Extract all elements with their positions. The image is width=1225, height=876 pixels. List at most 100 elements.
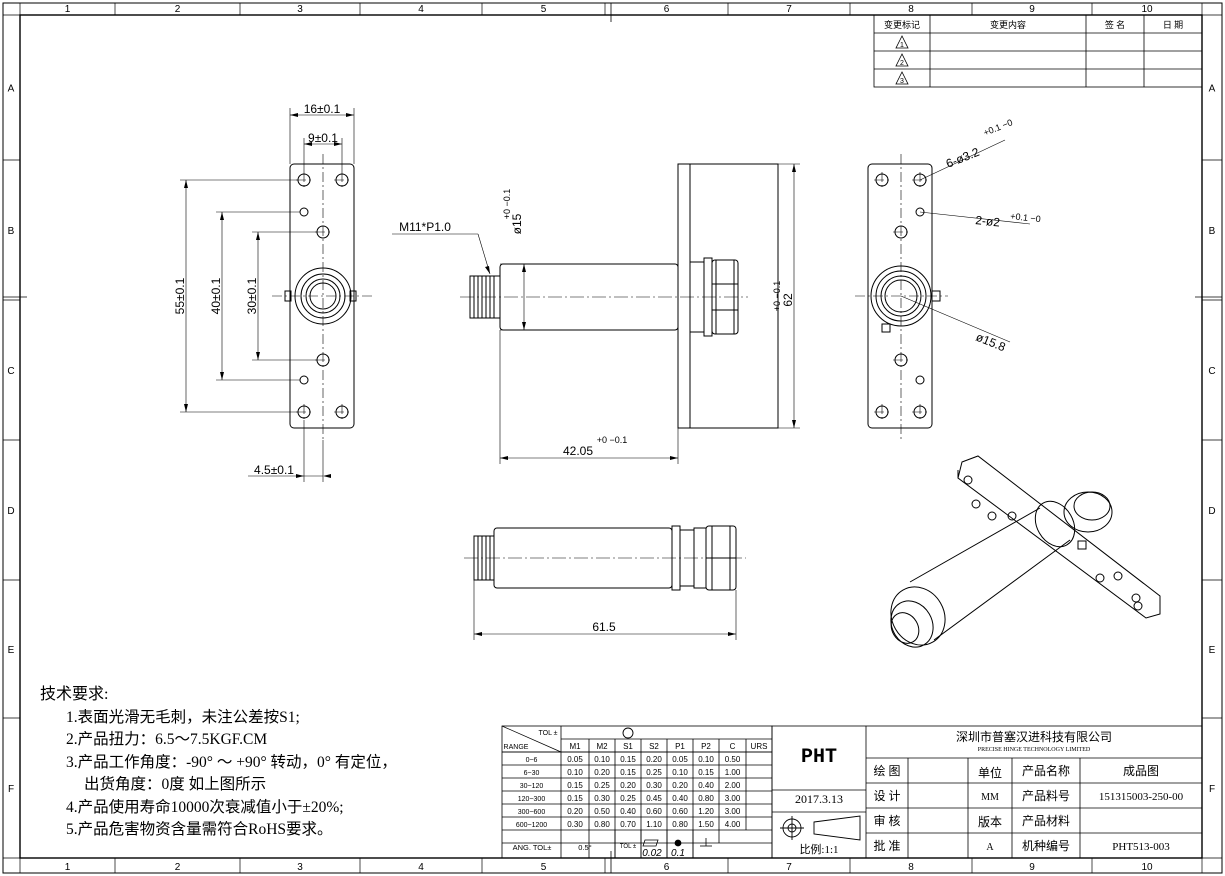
tol-cell: 0.30 — [646, 781, 662, 790]
tol-corner-top: TOL ± — [538, 730, 557, 737]
grid-row-label-right: C — [1208, 366, 1215, 377]
tol-cell: 30~120 — [520, 783, 544, 790]
tol-cell: 1.10 — [646, 820, 662, 829]
label-version: 版本 — [978, 815, 1002, 829]
dim-dia158: ø15.8 — [974, 330, 1008, 355]
rev-mark-3: 3 — [900, 78, 904, 85]
tol-header-cell: S1 — [623, 742, 633, 751]
grid-col-label-top: 6 — [664, 4, 670, 15]
tol-header-cell: M2 — [596, 742, 608, 751]
grid-col-label-top: 2 — [175, 4, 181, 15]
grid-row-label-right: D — [1208, 506, 1215, 517]
label-design: 设 计 — [873, 789, 900, 803]
dim-holes-2: 2-ø2 — [975, 213, 1001, 230]
grid-col-label-bottom: 5 — [541, 862, 547, 873]
tol-header-cell: S2 — [649, 742, 659, 751]
bottom-view-dimensions — [473, 580, 737, 640]
dim-len42: 42.05 — [563, 444, 593, 458]
tol-cell: 1.50 — [698, 820, 714, 829]
label-unit: 单位 — [978, 765, 1002, 780]
dim-front-offset: 4.5±0.1 — [254, 463, 294, 477]
tol-angle-label: ANG. TOL± — [513, 843, 552, 852]
front-view-centerlines — [272, 154, 372, 440]
tol-cell: 0.10 — [594, 755, 610, 764]
note-1: 1.表面光滑无毛刺，未注公差按S1; — [66, 708, 300, 726]
tol-header-cell: C — [730, 742, 736, 751]
label-approve: 批 准 — [873, 838, 900, 853]
tol-cell: 0.15 — [620, 768, 636, 777]
title-block-grid — [771, 725, 1203, 859]
rev-header-sign: 签 名 — [1105, 19, 1125, 30]
tol-cell: 0.20 — [646, 755, 662, 764]
dim-front-width-9: 9±0.1 — [308, 131, 338, 145]
dim-len615: 61.5 — [592, 620, 616, 634]
grid-row-label-left: D — [7, 506, 14, 517]
tol-cell: 0.05 — [672, 755, 688, 764]
tol-header-cell: M1 — [569, 742, 581, 751]
tol-cell: 0.20 — [567, 807, 583, 816]
part-number-value: 151315003-250-00 — [1099, 791, 1184, 803]
logo-block: PHT — [801, 746, 837, 769]
tol-cell: 0.60 — [672, 807, 688, 816]
note-5: 5.产品危害物资含量需符合RoHS要求。 — [66, 821, 333, 838]
grid-row-label-left: F — [8, 784, 14, 795]
notes-title: 技术要求: — [40, 686, 109, 703]
tol-circ-value: 0.1 — [671, 848, 685, 859]
back-view-centerlines — [855, 154, 948, 440]
company-name-cn: 深圳市普塞汉进科技有限公司 — [956, 729, 1112, 744]
tol-flat-value: 0.02 — [642, 848, 662, 859]
grid-row-label-left: E — [8, 645, 15, 656]
tol-cell: 0.25 — [646, 768, 662, 777]
label-model-number: 机种编号 — [1022, 838, 1070, 853]
tol-cell: 0.10 — [672, 768, 688, 777]
tol-cell: 0.60 — [646, 807, 662, 816]
tol-cell: 120~300 — [518, 796, 546, 803]
side-view — [469, 163, 779, 429]
rev-mark-1: 1 — [900, 42, 904, 49]
tol-cell: 3.00 — [725, 807, 741, 816]
grid-row-label-left: B — [8, 226, 15, 237]
grid-col-label-top: 4 — [418, 4, 424, 15]
grid-col-label-bottom: 3 — [297, 862, 303, 873]
dim-height62-tol: +0 −0.1 — [772, 281, 782, 312]
version-value: A — [986, 842, 994, 853]
tol-cell: 0~6 — [526, 757, 538, 764]
label-product-name: 产品名称 — [1022, 763, 1070, 778]
side-view-arrows — [485, 164, 796, 460]
grid-col-label-top: 3 — [297, 4, 303, 15]
grid-row-label-right: A — [1209, 84, 1216, 95]
tol-cell: 0.70 — [620, 820, 636, 829]
grid-col-label-top: 5 — [541, 4, 547, 15]
front-view-arrows — [184, 113, 354, 478]
back-view-leaders — [900, 139, 1031, 343]
grid-row-label-right: F — [1209, 784, 1215, 795]
note-4: 4.产品使用寿命10000次衰减值小于±20%; — [66, 798, 344, 816]
grid-col-label-bottom: 6 — [664, 862, 670, 873]
dim-holes-6: 6-ø3.2 — [944, 145, 982, 171]
tol-cell: 0.50 — [594, 807, 610, 816]
company-name-en: PRECISE HINGE TECHNOLOGY LIMITED — [978, 747, 1091, 753]
grid-col-label-bottom: 10 — [1141, 862, 1153, 873]
grid-row-label-left: A — [8, 84, 15, 95]
grid-col-label-bottom: 4 — [418, 862, 424, 873]
dim-holes-6-tol: +0.1 −0 — [982, 117, 1014, 138]
tol-angle-value: 0.5° — [578, 843, 591, 852]
tol-cell: 0.20 — [672, 781, 688, 790]
tol-cell: 600~1200 — [516, 822, 547, 829]
tol-cell: 0.25 — [594, 781, 610, 790]
grid-col-label-bottom: 1 — [65, 862, 71, 873]
tol-cell: 0.15 — [698, 768, 714, 777]
tol-cell: 0.30 — [567, 820, 583, 829]
dim-holes-2-tol: +0.1 −0 — [1010, 211, 1041, 224]
rev-mark-2: 2 — [900, 60, 904, 67]
tol-cell: 0.40 — [620, 807, 636, 816]
tol-tol-label: TOL ± — [620, 844, 637, 850]
note-2: 2.产品扭力：6.5～7.5KGF.CM — [66, 731, 268, 748]
tol-cell: 6~30 — [524, 770, 540, 777]
grid-row-label-left: C — [7, 366, 14, 377]
tol-cell: 0.40 — [698, 781, 714, 790]
tol-cell: 0.15 — [567, 794, 583, 803]
tol-cell: 0.50 — [725, 755, 741, 764]
